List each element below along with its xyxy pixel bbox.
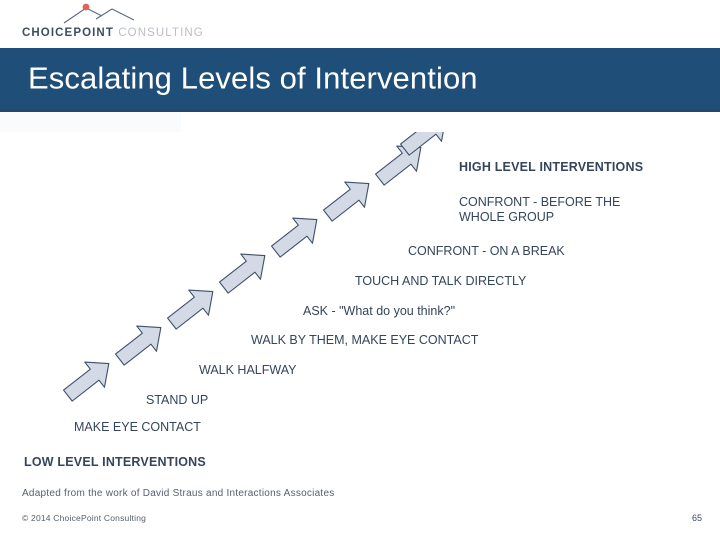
high-level-interventions-label: HIGH LEVEL INTERVENTIONS — [459, 160, 644, 174]
logo-wordmark: CHOICEPOINT CONSULTING — [22, 27, 203, 39]
page-number: 65 — [691, 513, 702, 523]
arrow-step-8 — [399, 132, 447, 156]
arrow-step-6 — [322, 181, 370, 222]
copyright-notice: © 2014 ChoicePoint Consulting — [22, 513, 147, 523]
step-label-touch-and-talk: TOUCH AND TALK DIRECTLY — [355, 274, 527, 288]
step-label-confront-whole-group: CONFRONT - BEFORE THE WHOLE GROUP — [459, 195, 621, 224]
arrow-step-3 — [166, 289, 214, 330]
title-banner: Escalating Levels of Intervention — [0, 48, 720, 112]
arrow-staircase — [62, 132, 447, 402]
logo-word-primary: CHOICEPOINT — [22, 27, 114, 39]
arrow-step-2 — [114, 325, 162, 366]
step-label-make-eye-contact: MAKE EYE CONTACT — [74, 420, 201, 434]
step-label-confront-break: CONFRONT - ON A BREAK — [408, 244, 565, 258]
low-level-interventions-label: LOW LEVEL INTERVENTIONS — [24, 455, 206, 469]
escalation-diagram: HIGH LEVEL INTERVENTIONS CONFRONT - BEFO… — [0, 132, 720, 480]
step-label-walk-halfway: WALK HALFWAY — [199, 363, 297, 377]
arrow-step-1 — [62, 361, 110, 402]
mountain-peak-icon — [63, 3, 135, 24]
step-label-walk-by-them: WALK BY THEM, MAKE EYE CONTACT — [251, 333, 479, 347]
company-logo: CHOICEPOINT CONSULTING — [22, 2, 203, 42]
arrow-step-4 — [218, 253, 266, 294]
footer: Adapted from the work of David Straus an… — [0, 480, 720, 540]
arrow-step-7 — [374, 145, 422, 186]
arrows-group — [62, 132, 447, 402]
source-attribution: Adapted from the work of David Straus an… — [22, 488, 335, 499]
slide-title: Escalating Levels of Intervention — [28, 59, 478, 95]
arrow-step-5 — [270, 217, 318, 258]
logo-strip: CHOICEPOINT CONSULTING — [0, 0, 720, 48]
step-label-stand-up: STAND UP — [146, 393, 209, 407]
subtitle-panel — [0, 112, 181, 132]
step-label-ask-what-do-you-think: ASK - "What do you think?" — [303, 304, 456, 318]
logo-word-secondary: CONSULTING — [118, 27, 204, 39]
